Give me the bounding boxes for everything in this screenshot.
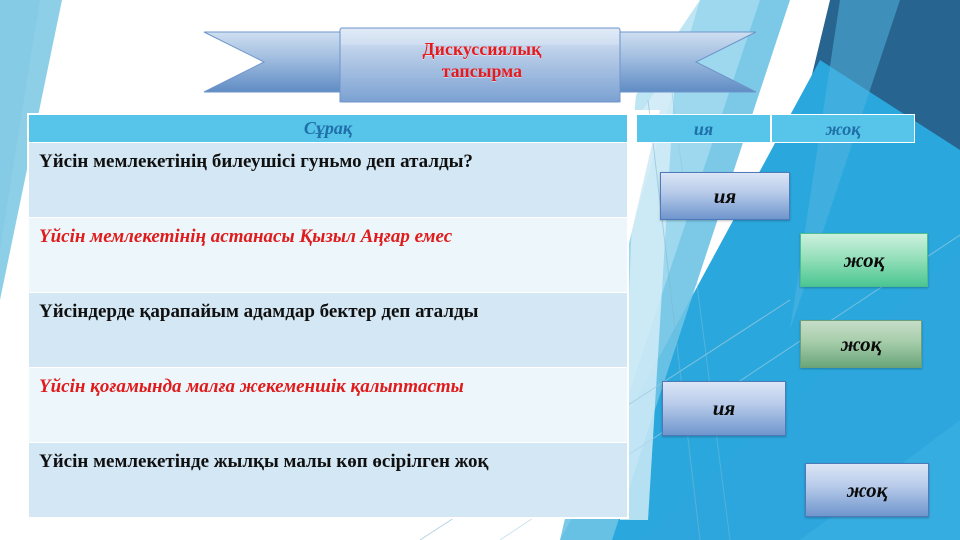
bg-hairline-4 [671, 91, 731, 540]
title-ribbon: Дискуссиялық тапсырма [200, 14, 760, 106]
answer-card-no-3[interactable]: жоқ [805, 463, 929, 517]
column-header-question: Сұрақ [28, 114, 628, 143]
question-cell-2: Үйсін мемлекетінің астанасы Қызыл Аңғар … [28, 217, 628, 293]
table-header-row: Сұрақ [28, 114, 628, 143]
ribbon-tail-right [599, 31, 757, 93]
question-table: Сұрақ Үйсін мемлекетінің билеушісі гуньм… [28, 114, 628, 518]
answer-card-yes-2[interactable]: ия [662, 381, 786, 436]
question-cell-5: Үйсін мемлекетінде жылқы малы көп өсіріл… [28, 442, 628, 518]
question-cell-4: Үйсін қоғамында малға жекеменшік қалыпта… [28, 367, 628, 443]
ribbon-plate-highlight [341, 29, 619, 45]
ribbon-title-line1: Дискуссиялық [422, 39, 542, 59]
question-cell-1: Үйсін мемлекетінің билеушісі гуньмо деп … [28, 142, 628, 218]
ribbon-plate [339, 27, 621, 103]
ribbon-title-line2: тапсырма [441, 61, 523, 81]
answer-card-yes-1[interactable]: ия [660, 172, 790, 220]
bg-hairline-3 [647, 99, 701, 540]
ribbon-tail-left [203, 31, 361, 93]
table-row[interactable]: Үйсін мемлекетінде жылқы малы көп өсіріл… [28, 442, 628, 518]
answer-card-no-2[interactable]: жоқ [800, 320, 922, 368]
table-row[interactable]: Үйсін мемлекетінің билеушісі гуньмо деп … [28, 142, 628, 218]
ribbon-title: Дискуссиялық тапсырма [348, 38, 616, 82]
table-row[interactable]: Үйсіндерде қарапайым адамдар бектер деп … [28, 292, 628, 368]
answer-card-no-1[interactable]: жоқ [800, 233, 928, 287]
column-header-no: жоқ [771, 114, 915, 143]
column-header-yes: ия [636, 114, 771, 143]
table-row[interactable]: Үйсін қоғамында малға жекеменшік қалыпта… [28, 367, 628, 443]
question-cell-3: Үйсіндерде қарапайым адамдар бектер деп … [28, 292, 628, 368]
table-row[interactable]: Үйсін мемлекетінің астанасы Қызыл Аңғар … [28, 217, 628, 293]
question-table-body: Үйсін мемлекетінің билеушісі гуньмо деп … [28, 142, 628, 518]
